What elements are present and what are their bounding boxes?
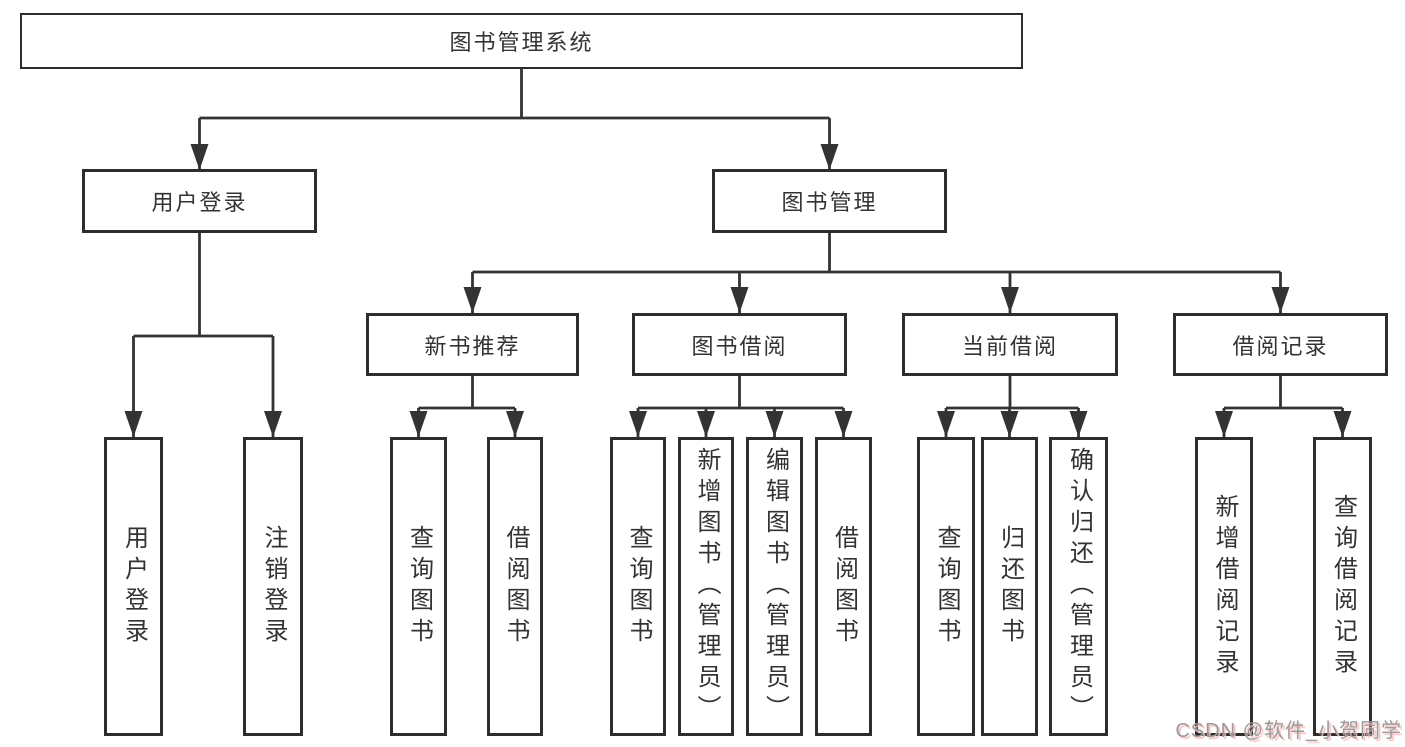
node-root: 图书管理系统 (20, 13, 1023, 69)
leaf-label: 查询图书 (405, 524, 433, 649)
leaf-logout: 注销登录 (243, 437, 303, 736)
arrowhead-icon (506, 411, 524, 437)
leaf-add-books-admin: 新增图书（管理员） (678, 437, 734, 736)
leaf-label: 用户登录 (120, 524, 148, 649)
arrowhead-icon (1271, 287, 1290, 313)
leaf-label: 注销登录 (260, 524, 287, 649)
leaf-confirm-return-admin: 确认归还（管理员） (1049, 437, 1108, 736)
node-label: 图书管理 (781, 190, 878, 215)
leaf-label: 查询图书 (933, 524, 960, 649)
leaf-label: 查询借阅记录 (1329, 493, 1357, 680)
leaf-query-books-current: 查询图书 (917, 437, 975, 736)
leaf-borrow-books: 借阅图书 (815, 437, 872, 736)
leaf-label: 确认归还（管理员） (1065, 447, 1093, 726)
leaf-edit-books-admin: 编辑图书（管理员） (746, 437, 803, 736)
node-user-login: 用户登录 (82, 169, 317, 233)
arrowhead-icon (697, 411, 715, 437)
leaf-user-login: 用户登录 (104, 437, 163, 736)
leaf-label: 借阅图书 (830, 524, 858, 649)
csdn-watermark: CSDN @软件_小贺同学 (1175, 720, 1402, 742)
node-label: 用户登录 (151, 190, 248, 215)
node-label: 当前借阅 (961, 333, 1058, 359)
arrowhead-icon (937, 411, 955, 437)
arrowhead-icon (820, 144, 839, 170)
node-label: 图书借阅 (691, 333, 788, 359)
arrowhead-icon (124, 411, 143, 437)
leaf-query-books-recommend: 查询图书 (390, 437, 447, 736)
leaf-borrow-books-recommend: 借阅图书 (487, 437, 543, 736)
node-label: 新书推荐 (424, 333, 521, 359)
arrowhead-icon (1333, 411, 1352, 437)
node-book-borrow: 图书借阅 (632, 313, 847, 376)
arrowhead-icon (834, 411, 853, 437)
node-book-management: 图书管理 (712, 169, 947, 233)
node-borrow-records: 借阅记录 (1173, 313, 1388, 376)
leaf-label: 归还图书 (996, 524, 1024, 649)
arrowhead-icon (765, 411, 784, 437)
node-root-label: 图书管理系统 (449, 30, 594, 55)
leaf-label: 编辑图书（管理员） (761, 447, 789, 726)
arrowhead-icon (629, 411, 647, 437)
leaf-label: 新增借阅记录 (1211, 493, 1238, 680)
arrowhead-icon (264, 411, 282, 437)
node-label: 借阅记录 (1232, 333, 1329, 359)
leaf-query-books-borrow: 查询图书 (610, 437, 666, 736)
leaf-label: 新增图书（管理员） (693, 447, 720, 726)
arrowhead-icon (190, 144, 209, 170)
arrowhead-icon (1001, 287, 1019, 313)
node-current-borrow: 当前借阅 (902, 313, 1118, 376)
leaf-query-borrow-record: 查询借阅记录 (1313, 437, 1372, 736)
node-new-book-recommend: 新书推荐 (366, 313, 579, 376)
leaf-add-borrow-record: 新增借阅记录 (1195, 437, 1253, 736)
arrowhead-icon (463, 287, 482, 313)
arrowhead-icon (1000, 411, 1019, 437)
arrowhead-icon (409, 411, 428, 437)
arrowhead-icon (730, 287, 749, 313)
arrowhead-icon (1215, 411, 1233, 437)
leaf-label: 借阅图书 (502, 524, 529, 649)
leaf-label: 查询图书 (625, 524, 652, 649)
leaf-return-books: 归还图书 (981, 437, 1038, 736)
arrowhead-icon (1069, 411, 1088, 437)
connector-path (132, 69, 1344, 437)
